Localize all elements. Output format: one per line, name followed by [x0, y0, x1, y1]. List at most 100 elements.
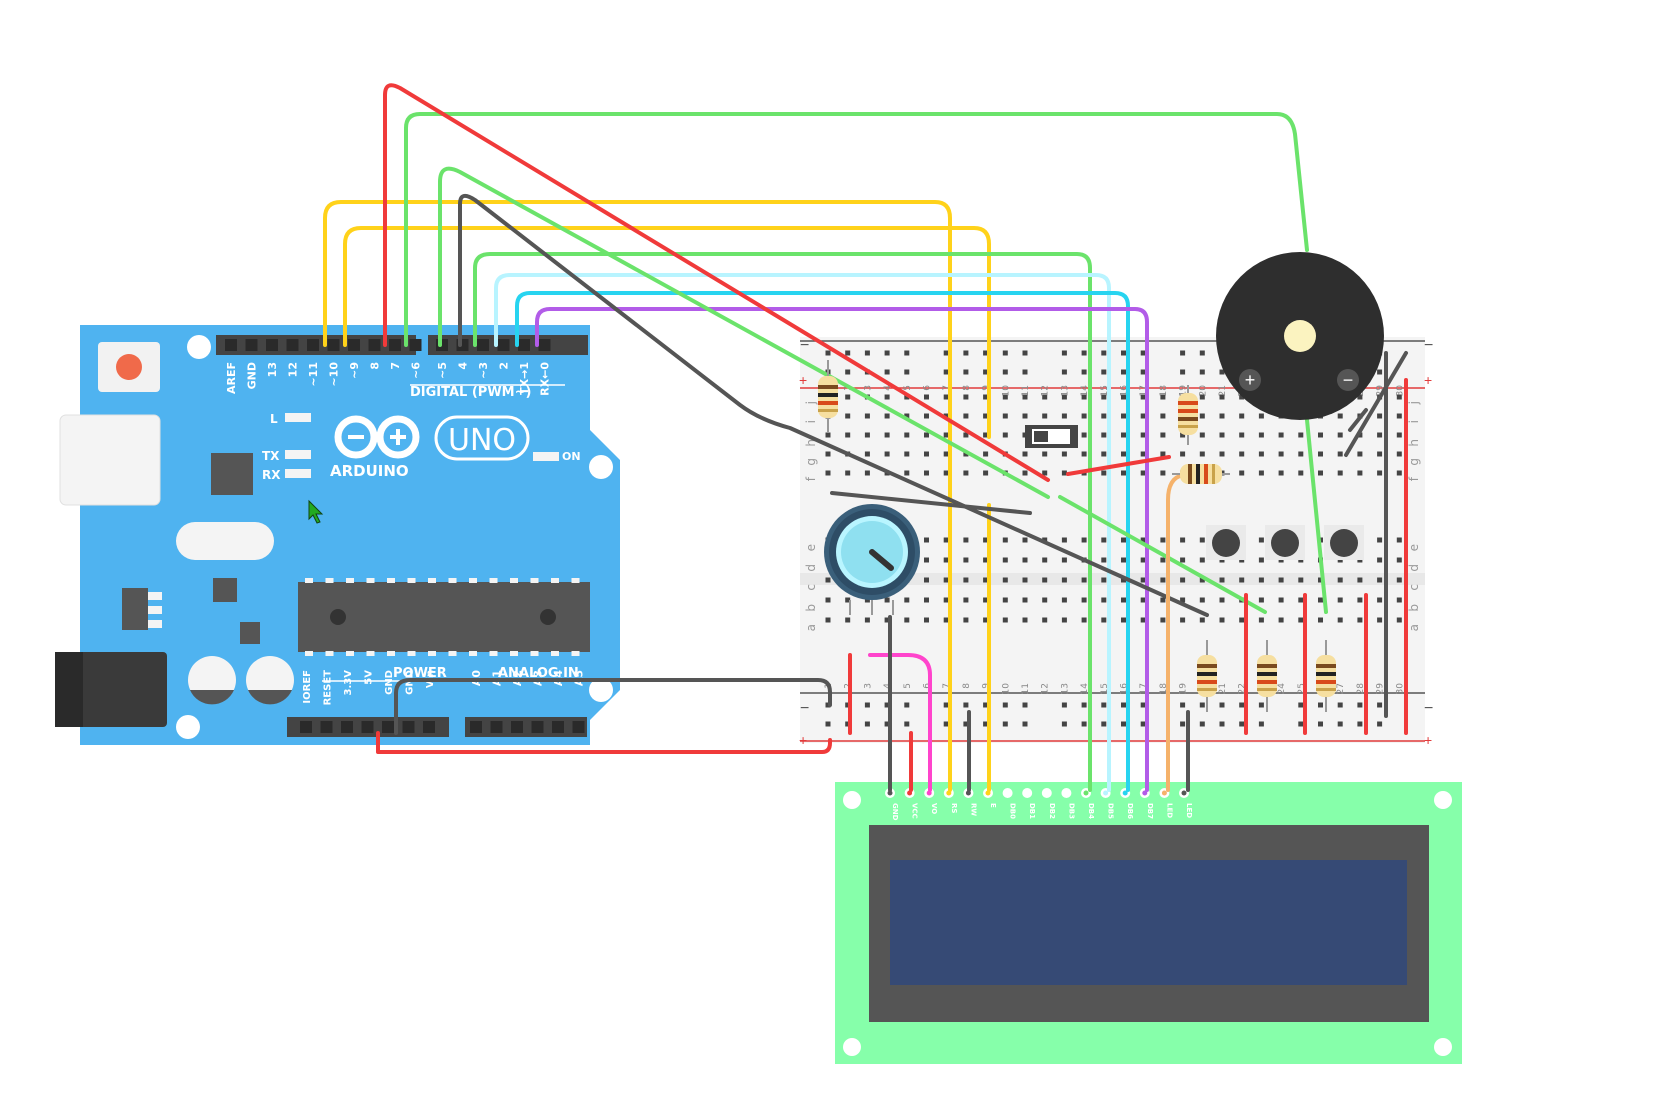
breadboard-hole[interactable] — [1061, 394, 1067, 400]
breadboard-hole[interactable] — [825, 451, 831, 457]
breadboard-hole[interactable] — [1121, 394, 1126, 400]
breadboard-hole[interactable] — [1022, 597, 1028, 603]
rail-hole[interactable] — [1061, 350, 1067, 356]
breadboard-hole[interactable] — [1081, 451, 1087, 457]
breadboard-hole[interactable] — [825, 577, 831, 583]
breadboard-hole[interactable] — [943, 432, 949, 438]
breadboard-hole[interactable] — [1022, 537, 1028, 543]
analog-pin-hole[interactable] — [552, 721, 564, 733]
breadboard-hole[interactable] — [983, 394, 989, 400]
breadboard-hole[interactable] — [1061, 413, 1067, 419]
breadboard-hole[interactable] — [864, 470, 870, 476]
breadboard-hole[interactable] — [1101, 413, 1107, 419]
breadboard-hole[interactable] — [1377, 597, 1383, 603]
rail-hole[interactable] — [1081, 702, 1087, 708]
rail-hole[interactable] — [884, 721, 890, 727]
rail-hole[interactable] — [1002, 350, 1008, 356]
rail-hole[interactable] — [1101, 350, 1107, 356]
breadboard-hole[interactable] — [1199, 597, 1205, 603]
rail-hole[interactable] — [1318, 702, 1323, 708]
push-button[interactable] — [1265, 525, 1305, 560]
breadboard-hole[interactable] — [1219, 617, 1225, 623]
rail-hole[interactable] — [1101, 702, 1107, 708]
breadboard-hole[interactable] — [1121, 413, 1126, 419]
breadboard-hole[interactable] — [1140, 617, 1146, 623]
rail-hole[interactable] — [963, 350, 969, 356]
breadboard-hole[interactable] — [1199, 617, 1205, 623]
breadboard-hole[interactable] — [1258, 537, 1264, 543]
breadboard-hole[interactable] — [1377, 470, 1383, 476]
breadboard-hole[interactable] — [924, 432, 929, 438]
digital-pin-hole[interactable] — [245, 339, 258, 351]
rail-hole[interactable] — [1061, 369, 1067, 375]
breadboard-hole[interactable] — [1101, 617, 1107, 623]
breadboard-hole[interactable] — [924, 451, 929, 457]
breadboard-hole[interactable] — [983, 617, 989, 623]
breadboard-hole[interactable] — [1377, 413, 1383, 419]
breadboard-hole[interactable] — [1258, 597, 1264, 603]
breadboard-hole[interactable] — [1337, 617, 1343, 623]
breadboard-hole[interactable] — [1318, 597, 1323, 603]
breadboard-hole[interactable] — [1121, 597, 1126, 603]
breadboard-hole[interactable] — [1121, 577, 1126, 583]
breadboard-hole[interactable] — [1396, 451, 1402, 457]
breadboard-hole[interactable] — [1219, 413, 1225, 419]
power-pin-hole[interactable] — [361, 721, 374, 733]
rail-hole[interactable] — [1298, 721, 1304, 727]
breadboard-hole[interactable] — [1061, 617, 1067, 623]
rail-hole[interactable] — [983, 369, 989, 375]
breadboard-hole[interactable] — [1357, 470, 1363, 476]
breadboard-hole[interactable] — [1022, 413, 1028, 419]
breadboard-hole[interactable] — [864, 413, 870, 419]
breadboard-hole[interactable] — [963, 394, 969, 400]
breadboard-hole[interactable] — [1160, 617, 1166, 623]
breadboard-hole[interactable] — [1180, 597, 1186, 603]
breadboard-hole[interactable] — [1002, 537, 1008, 543]
rail-hole[interactable] — [1180, 702, 1186, 708]
rail-hole[interactable] — [884, 369, 890, 375]
breadboard-hole[interactable] — [1160, 394, 1166, 400]
breadboard-hole[interactable] — [884, 617, 890, 623]
breadboard-hole[interactable] — [1239, 413, 1245, 419]
breadboard-hole[interactable] — [864, 451, 870, 457]
rail-hole[interactable] — [825, 350, 831, 356]
breadboard-hole[interactable] — [943, 470, 949, 476]
breadboard-hole[interactable] — [845, 413, 851, 419]
breadboard-hole[interactable] — [904, 413, 910, 419]
breadboard-hole[interactable] — [1042, 537, 1048, 543]
breadboard-hole[interactable] — [983, 577, 989, 583]
digital-pin-hole[interactable] — [409, 339, 422, 351]
rail-hole[interactable] — [1121, 369, 1126, 375]
rail-hole[interactable] — [1101, 721, 1107, 727]
rail-hole[interactable] — [884, 350, 890, 356]
breadboard-hole[interactable] — [943, 597, 949, 603]
breadboard-hole[interactable] — [1081, 597, 1087, 603]
analog-pin-hole[interactable] — [511, 721, 523, 733]
breadboard-hole[interactable] — [943, 413, 949, 419]
breadboard-hole[interactable] — [1318, 577, 1323, 583]
breadboard-hole[interactable] — [1121, 451, 1126, 457]
rail-hole[interactable] — [1002, 721, 1008, 727]
breadboard-hole[interactable] — [845, 432, 851, 438]
breadboard-hole[interactable] — [963, 413, 969, 419]
breadboard-hole[interactable] — [864, 432, 870, 438]
power-pin-hole[interactable] — [382, 721, 394, 733]
rail-hole[interactable] — [1377, 702, 1383, 708]
rail-hole[interactable] — [983, 721, 989, 727]
digital-pin-hole[interactable] — [368, 339, 381, 351]
breadboard-hole[interactable] — [1318, 617, 1323, 623]
breadboard-hole[interactable] — [1298, 597, 1304, 603]
push-button[interactable] — [1324, 525, 1364, 560]
breadboard-hole[interactable] — [963, 597, 969, 603]
breadboard-hole[interactable] — [1180, 617, 1186, 623]
rail-hole[interactable] — [1199, 721, 1205, 727]
rail-hole[interactable] — [1081, 721, 1087, 727]
breadboard-hole[interactable] — [1396, 470, 1402, 476]
rail-hole[interactable] — [845, 702, 851, 708]
breadboard-hole[interactable] — [1042, 394, 1048, 400]
breadboard-hole[interactable] — [884, 413, 890, 419]
breadboard-hole[interactable] — [924, 597, 929, 603]
breadboard-hole[interactable] — [1140, 597, 1146, 603]
breadboard-hole[interactable] — [1002, 432, 1008, 438]
breadboard-hole[interactable] — [1140, 451, 1146, 457]
